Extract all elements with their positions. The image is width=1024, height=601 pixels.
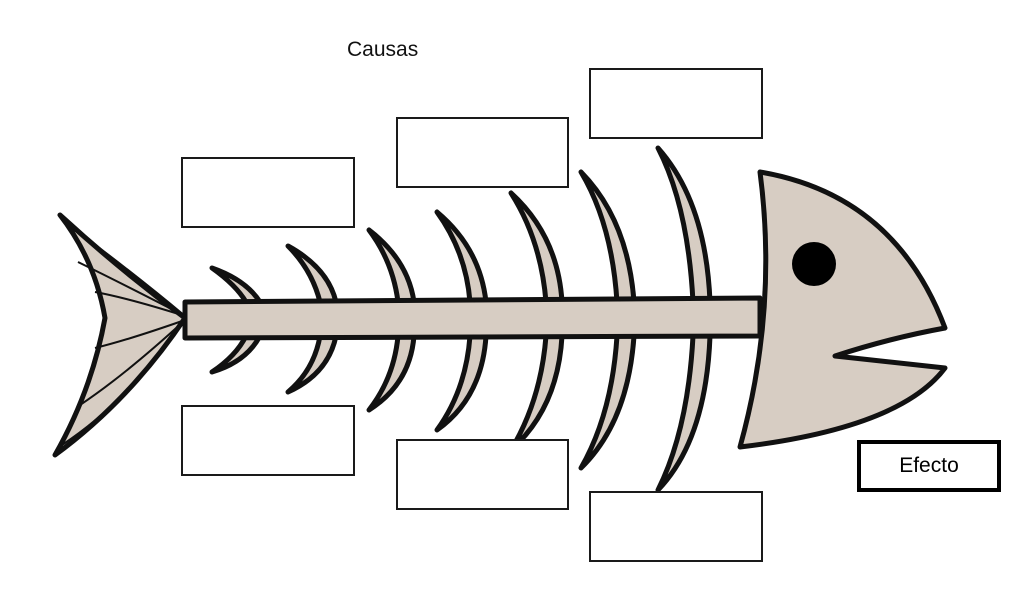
rib-upper-5 [508,190,565,305]
cause-box-bottom-3[interactable] [589,491,763,562]
rib-lower-1 [209,333,263,375]
cause-box-top-3[interactable] [589,68,763,139]
rib-lower-5 [508,333,565,453]
rib-upper-7 [655,145,713,305]
tail-fin [52,212,188,458]
cause-box-bottom-1[interactable] [181,405,355,476]
rib-upper-4 [434,209,489,305]
cause-box-bottom-2[interactable] [396,439,569,510]
cause-box-top-2[interactable] [396,117,569,188]
rib-lower-6 [578,333,637,471]
rib-lower-4 [434,333,489,433]
rib-upper-6 [578,169,637,305]
rib-upper-2 [285,243,339,305]
rib-lower-2 [285,333,339,395]
rib-lower-3 [366,333,417,413]
rib-lower-7 [655,333,713,493]
effect-label: Efecto [899,454,959,477]
cause-box-top-1[interactable] [181,157,355,228]
rib-upper-3 [366,227,417,305]
effect-box[interactable]: Efecto [857,440,1001,492]
fish-head [737,169,948,450]
rib-upper-1 [209,265,263,305]
tail-rays [61,219,186,446]
causes-title: Causas [347,38,419,61]
spine [182,295,763,341]
fish-eye [792,242,836,286]
